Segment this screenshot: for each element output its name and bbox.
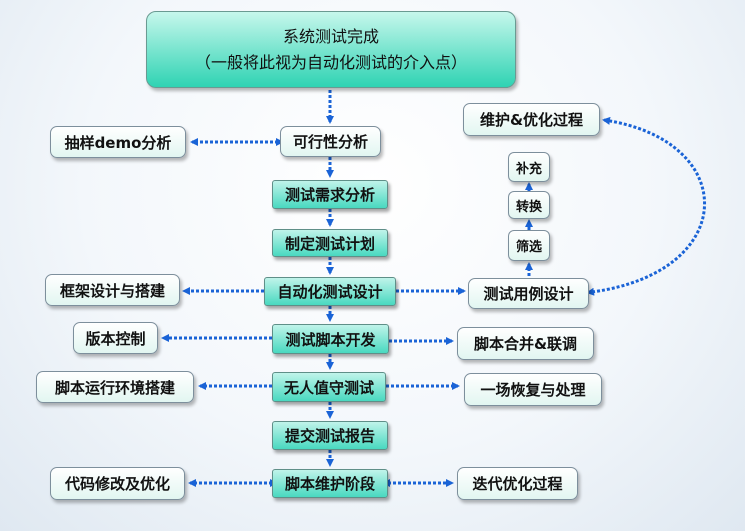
step-feasibility: 可行性分析 [280,126,381,157]
node-supplement: 补充 [508,152,550,182]
step-script-dev: 测试脚本开发 [272,324,389,354]
node-filter: 筛选 [508,230,550,261]
node-sample-demo: 抽样demo分析 [50,126,186,158]
node-version: 版本控制 [73,322,158,354]
node-code-fix: 代码修改及优化 [50,467,185,500]
node-convert: 转换 [508,191,550,219]
node-maint-opt: 维护&优化过程 [463,103,600,136]
node-iteration: 迭代优化过程 [457,467,578,500]
node-testcase: 测试用例设计 [468,278,589,309]
step-maintenance: 脚本维护阶段 [272,469,388,498]
root-line2: （一般将此视为自动化测试的介入点） [194,52,467,72]
step-report: 提交测试报告 [272,421,388,450]
root-node: 系统测试完成 （一般将此视为自动化测试的介入点） [146,11,516,88]
step-unattended: 无人值守测试 [272,372,386,402]
node-env: 脚本运行环境搭建 [36,371,194,403]
node-merge: 脚本合并&联调 [457,327,594,360]
step-requirements: 测试需求分析 [272,180,388,209]
step-plan: 制定测试计划 [272,229,388,257]
link-testcase-maintopt [586,116,706,296]
root-line1: 系统测试完成 [282,26,379,46]
node-framework: 框架设计与搭建 [45,274,180,306]
step-auto-design: 自动化测试设计 [264,277,396,306]
node-recovery: 一场恢复与处理 [464,373,602,406]
